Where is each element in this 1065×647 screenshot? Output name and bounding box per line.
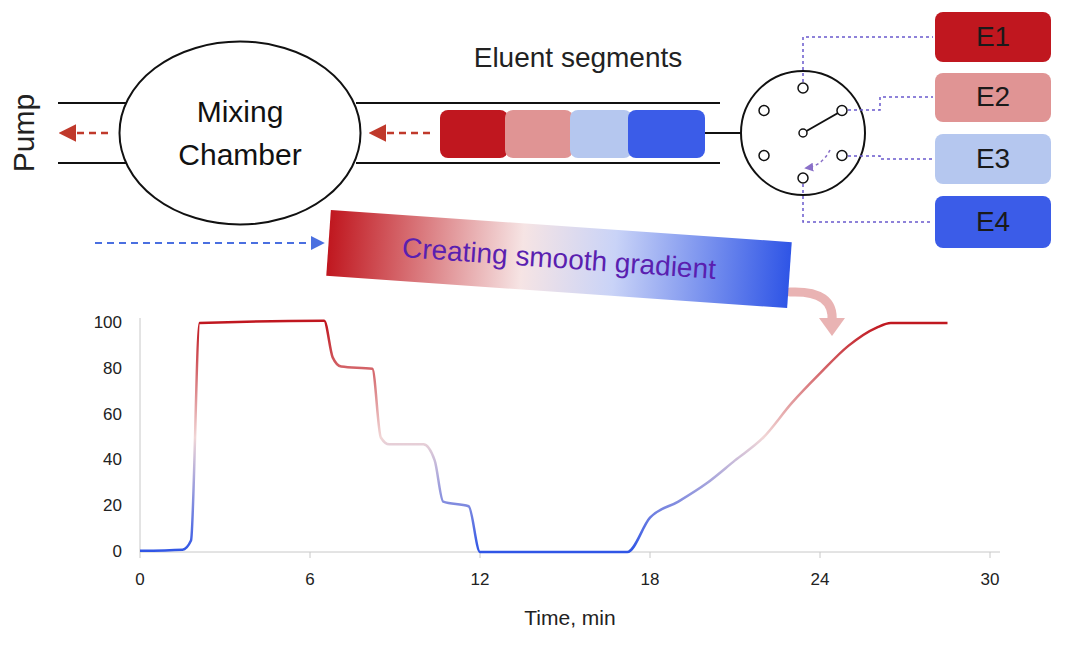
node-text: E3 (976, 139, 1010, 180)
tick-mark (820, 552, 821, 558)
axis-tick-label: 40 (103, 450, 122, 470)
component-label: Eluent segments (474, 42, 683, 74)
port-line (803, 184, 933, 222)
node-text: E1 (976, 17, 1010, 58)
axis-tick-label: 100 (94, 313, 122, 333)
flow-arrow (372, 132, 430, 135)
gradient-curve (140, 321, 948, 552)
valve-port (759, 151, 769, 161)
valve-port (798, 83, 808, 93)
port-line (848, 97, 933, 110)
axis-tick-label: 0 (135, 570, 144, 590)
eluent-segment (440, 110, 508, 158)
tube-wall (356, 162, 720, 164)
rotation-arrow (806, 150, 830, 168)
valve-hub (799, 129, 807, 137)
tick-mark (650, 552, 651, 558)
axis-tick-label: 60 (103, 405, 122, 425)
eluent-segment (505, 110, 573, 158)
valve-ports (759, 83, 847, 183)
pointer-arrow-head (819, 318, 845, 336)
chamber-outline (118, 40, 362, 226)
axis-tick-label: 30 (981, 570, 1000, 590)
node-text: E4 (976, 202, 1010, 243)
valve-port (837, 151, 847, 161)
flow-arrow (62, 132, 108, 135)
tick-mark (990, 552, 991, 558)
tube-wall (356, 102, 720, 104)
eluent-box: E1 (935, 12, 1051, 62)
axis-tick-label: 80 (103, 359, 122, 379)
node-text: E2 (976, 77, 1010, 118)
axis-title: Time, min (524, 606, 615, 630)
axis-tick-label: 12 (471, 570, 490, 590)
component-label: Pump (7, 94, 41, 172)
axis-tick-label: 6 (305, 570, 314, 590)
axis-tick-label: 20 (103, 496, 122, 516)
tick-mark (310, 552, 311, 558)
valve-port (759, 106, 769, 116)
gradient-banner: Creating smooth gradient (326, 210, 791, 308)
eluent-box: E3 (935, 134, 1051, 184)
valve-port (837, 106, 847, 116)
node-text: Mixing Chamber (155, 90, 325, 177)
node-text: Creating smooth gradient (401, 228, 717, 290)
eluent-segment (570, 110, 632, 158)
pointer-arrow (790, 292, 832, 322)
rotary-valve (741, 71, 865, 195)
flow-arrow (95, 242, 322, 244)
tube-wall (58, 162, 126, 164)
axis-tick-label: 24 (811, 570, 830, 590)
y-axis (140, 318, 141, 552)
mixing-chamber: Mixing Chamber (118, 40, 362, 226)
port-line (803, 37, 933, 82)
tube-wall (58, 102, 126, 104)
axis-tick-label: 0 (113, 542, 122, 562)
axis-tick-label: 18 (641, 570, 660, 590)
valve-port (798, 173, 808, 183)
chamber-ellipse (120, 42, 361, 225)
eluent-box: E4 (935, 196, 1051, 248)
eluent-box: E2 (935, 73, 1051, 122)
valve-arm (803, 113, 838, 133)
port-line (848, 156, 933, 159)
port-lines (803, 37, 933, 222)
eluent-segment (628, 110, 705, 158)
tick-mark (140, 552, 141, 558)
